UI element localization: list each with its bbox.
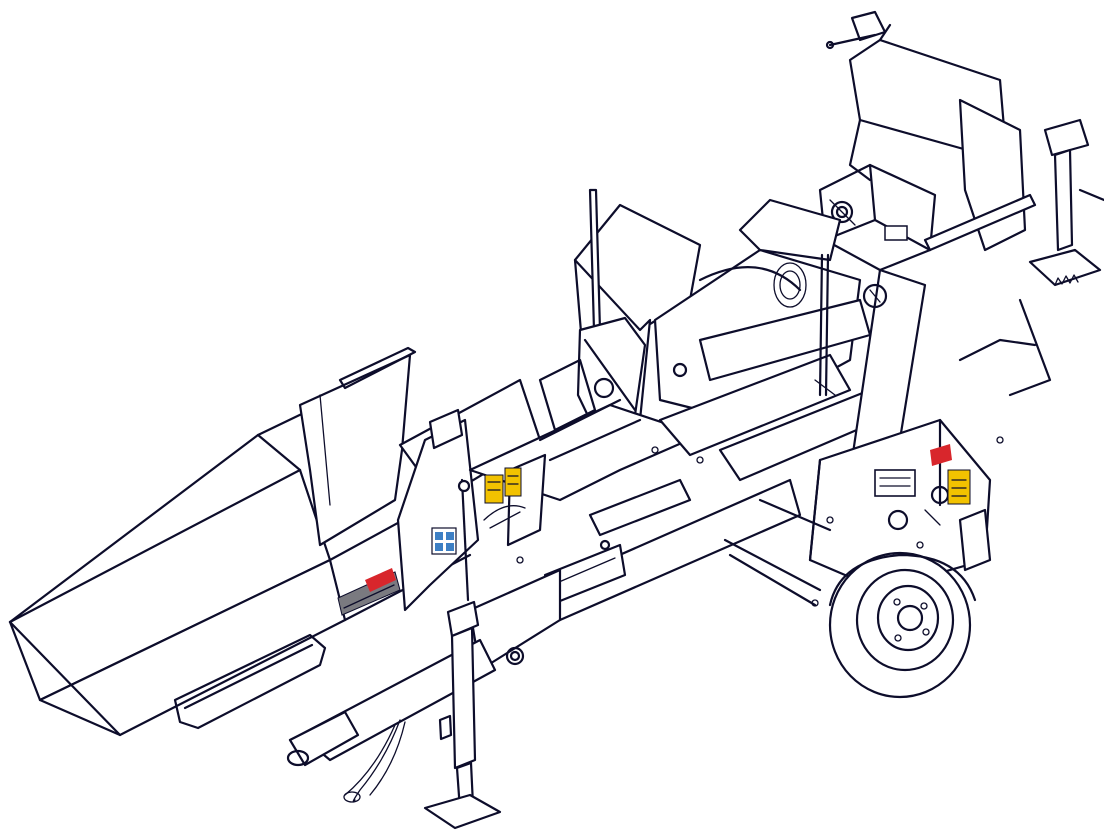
fender: [958, 508, 992, 572]
tongue-jack: [423, 600, 502, 830]
control-console: [808, 418, 992, 592]
brand-stripe-decal: [930, 444, 952, 466]
safety-chains: [343, 719, 406, 803]
gauge-decal: [483, 505, 526, 529]
chipper-disc-housing: [653, 248, 882, 482]
hitch-coupler: [286, 710, 360, 767]
warning-decal: [484, 467, 522, 504]
frame-bolts: [516, 436, 1004, 607]
control-panel-decal: [431, 527, 457, 555]
trailer-chassis: [538, 478, 832, 622]
chipper-housing: [538, 188, 702, 432]
feed-control-bar: [396, 408, 480, 612]
engine-support-frame: [738, 193, 1052, 472]
warning-decal: [947, 469, 971, 505]
trailer-wheel: [828, 551, 977, 699]
rear-support-jack: [1028, 118, 1104, 287]
brand-stripe-decal: [337, 568, 401, 616]
engine-block: [818, 163, 937, 272]
